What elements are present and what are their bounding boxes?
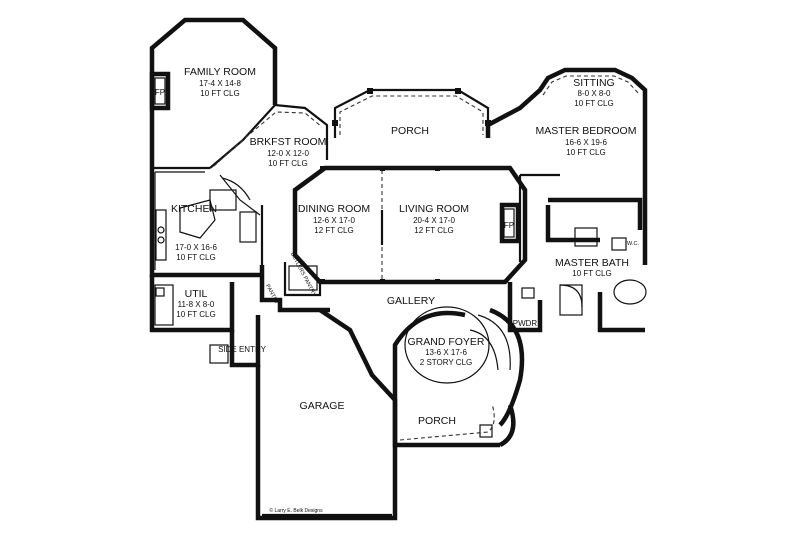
svg-text:16-6 X 19-6: 16-6 X 19-6 xyxy=(565,138,607,147)
side-entry-label-text: SIDE ENTRY xyxy=(218,345,267,354)
svg-text:10 FT CLG: 10 FT CLG xyxy=(176,253,215,262)
svg-text:11-8 X 8-0: 11-8 X 8-0 xyxy=(178,300,215,309)
svg-text:10 FT CLG: 10 FT CLG xyxy=(574,99,613,108)
svg-text:KITCHEN: KITCHEN xyxy=(171,203,217,215)
svg-text:12 FT CLG: 12 FT CLG xyxy=(414,226,453,235)
master-bath-walls xyxy=(545,197,647,333)
garage-walls xyxy=(255,308,398,521)
svg-text:17-0 X 16-6: 17-0 X 16-6 xyxy=(175,243,217,252)
svg-text:10 FT CLG: 10 FT CLG xyxy=(268,159,307,168)
svg-text:10 FT CLG: 10 FT CLG xyxy=(200,89,239,98)
master-bath-label: MASTER BATH 10 FT CLG xyxy=(555,257,629,278)
family-fireplace xyxy=(149,71,171,111)
pantry-label: PANTRY xyxy=(264,283,280,305)
svg-text:BRKFST ROOM: BRKFST ROOM xyxy=(250,136,327,148)
svg-text:10 FT CLG: 10 FT CLG xyxy=(566,148,605,157)
svg-text:MASTER BEDROOM: MASTER BEDROOM xyxy=(536,125,637,137)
svg-text:UTIL: UTIL xyxy=(185,288,208,300)
side-entry-label: SIDE ENTRY xyxy=(218,345,267,354)
svg-text:8-0 X 8-0: 8-0 X 8-0 xyxy=(578,89,611,98)
brkfst-room-label: BRKFST ROOM 12-0 X 12-0 10 FT CLG xyxy=(250,136,327,168)
svg-text:DINING ROOM: DINING ROOM xyxy=(298,203,370,215)
svg-text:SITTING: SITTING xyxy=(573,77,614,89)
master-bedroom-label: MASTER BEDROOM 16-6 X 19-6 10 FT CLG xyxy=(536,125,637,157)
grand-foyer-label: GRAND FOYER 13-6 X 17-6 2 STORY CLG xyxy=(407,336,484,367)
credit-text: © Larry E. Belk Designs xyxy=(269,507,323,514)
svg-text:MASTER BATH: MASTER BATH xyxy=(555,257,629,269)
pwdr-label: PWDR xyxy=(513,319,538,328)
family-fp-label: FP xyxy=(155,88,165,97)
rear-porch-label: PORCH xyxy=(391,125,429,137)
front-porch-label: PORCH xyxy=(418,415,456,427)
svg-text:12 FT CLG: 12 FT CLG xyxy=(314,226,353,235)
living-fp-label: FP xyxy=(504,221,514,230)
util-label: UTIL 11-8 X 8-0 10 FT CLG xyxy=(176,288,215,319)
svg-text:20-4 X 17-0: 20-4 X 17-0 xyxy=(413,216,455,225)
gallery-label: GALLERY xyxy=(387,295,435,307)
svg-text:13-6 X 17-6: 13-6 X 17-6 xyxy=(425,348,467,357)
dining-room-label: DINING ROOM 12-6 X 17-0 12 FT CLG xyxy=(298,203,370,235)
sitting-label: SITTING 8-0 X 8-0 10 FT CLG xyxy=(573,77,614,108)
family-room-walls xyxy=(149,17,278,170)
svg-text:GRAND FOYER: GRAND FOYER xyxy=(407,336,484,348)
svg-text:FAMILY ROOM: FAMILY ROOM xyxy=(184,66,256,78)
util-walls xyxy=(149,275,235,333)
svg-text:LIVING ROOM: LIVING ROOM xyxy=(399,203,469,215)
svg-text:12-6 X 17-0: 12-6 X 17-0 xyxy=(313,216,355,225)
side-entry-walls xyxy=(209,315,261,368)
pwdr-walls xyxy=(507,282,543,333)
svg-text:12-0 X 12-0: 12-0 X 12-0 xyxy=(267,149,309,158)
svg-text:10 FT CLG: 10 FT CLG xyxy=(572,269,611,278)
kitchen-label: KITCHEN 17-0 X 16-6 10 FT CLG xyxy=(171,203,217,262)
family-room-label: FAMILY ROOM 17-4 X 14-8 10 FT CLG xyxy=(184,66,256,98)
living-room-label: LIVING ROOM 20-4 X 17-0 12 FT CLG xyxy=(399,203,469,235)
grand-foyer-walls xyxy=(392,306,525,427)
pantry-walls xyxy=(259,262,330,313)
svg-text:17-4 X 14-8: 17-4 X 14-8 xyxy=(199,79,241,88)
garage-label: GARAGE xyxy=(300,400,345,412)
living-fireplace xyxy=(499,202,521,244)
wc-label: W.C. xyxy=(627,241,639,247)
svg-text:2 STORY CLG: 2 STORY CLG xyxy=(420,358,472,367)
svg-text:10 FT CLG: 10 FT CLG xyxy=(176,310,215,319)
front-porch-walls xyxy=(392,400,516,448)
brkfst-room-walls xyxy=(209,103,329,169)
dining-living-walls xyxy=(292,165,528,285)
